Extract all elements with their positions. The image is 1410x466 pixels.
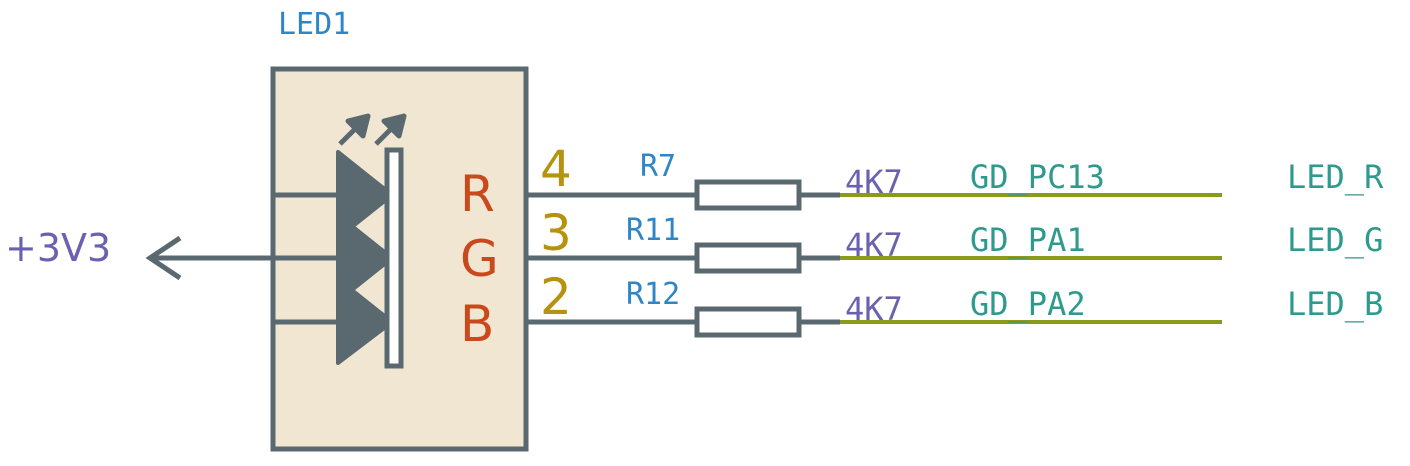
resistor-value-r12[interactable]: 4K7 [845, 290, 903, 328]
resistor-ref-r7[interactable]: R7 [640, 149, 676, 184]
pin-number-4: 4 [540, 140, 572, 198]
power-label[interactable]: +3V3 [5, 226, 111, 270]
resistor-r12[interactable] [694, 306, 802, 338]
pin-number-3: 3 [540, 204, 572, 262]
channel-label-r: R [460, 165, 495, 223]
net-wires [840, 193, 1222, 324]
light-emission-arrows-icon [338, 113, 407, 146]
diode-blue-icon [336, 277, 394, 365]
net-label-gd-pa1[interactable]: GD_PA1 [970, 221, 1086, 259]
led-cathode-bar [384, 147, 404, 369]
channel-label-g: G [460, 230, 499, 288]
led-reference[interactable]: LED1 [278, 7, 350, 42]
diode-green-icon [336, 213, 394, 303]
net-label-led-b[interactable]: LED_B [1287, 285, 1383, 323]
net-label-gd-pa2[interactable]: GD_PA2 [970, 285, 1086, 323]
resistor-value-r7[interactable]: 4K7 [845, 163, 903, 201]
resistor-ref-r11[interactable]: R11 [626, 213, 680, 248]
pin-wires [526, 192, 697, 325]
resistor-r7[interactable] [694, 179, 802, 211]
net-label-gd-pc13[interactable]: GD_PC13 [970, 158, 1105, 196]
resistor-value-r11[interactable]: 4K7 [845, 226, 903, 264]
resistor-bodies [694, 179, 802, 338]
resistor-leads [799, 192, 840, 325]
net-label-led-r[interactable]: LED_R [1287, 158, 1384, 196]
led-diode-triangles [336, 150, 394, 365]
resistor-r11[interactable] [694, 242, 802, 274]
resistor-ref-r12[interactable]: R12 [626, 277, 680, 312]
channel-label-b: B [460, 295, 494, 353]
net-label-led-g[interactable]: LED_G [1287, 221, 1383, 259]
power-wire[interactable] [145, 235, 275, 281]
diode-red-icon [336, 150, 394, 240]
pin-number-2: 2 [540, 268, 572, 326]
